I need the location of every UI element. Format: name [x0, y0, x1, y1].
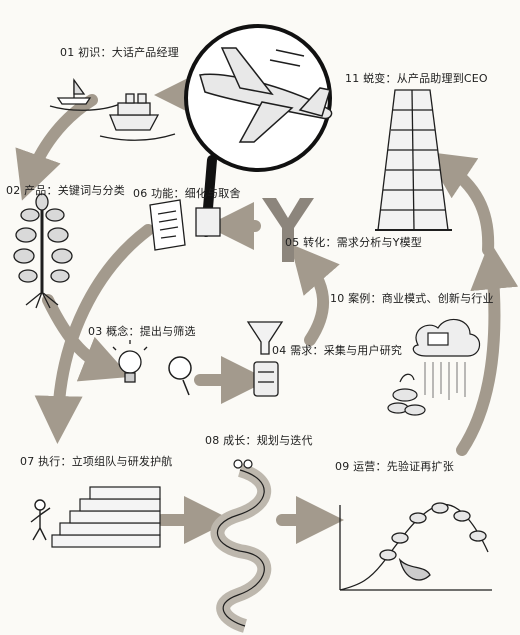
- spiral-staircase-icon: [217, 460, 264, 626]
- tower-icon: [375, 90, 452, 230]
- step-06-label: 06 功能：细化与取舍: [133, 185, 241, 201]
- tree-icon: [14, 194, 72, 308]
- growth-chart-icon: [340, 503, 492, 590]
- small-magnifier-icon: [169, 357, 191, 395]
- step-10-label: 10 案例：商业模式、创新与行业: [330, 290, 494, 306]
- document-icon: [150, 200, 220, 250]
- step-01-label: 01 初识：大话产品经理: [60, 44, 179, 60]
- step-05-label: 05 转化：需求分析与Y模型: [285, 234, 422, 250]
- lightbulb-icon: [113, 340, 147, 382]
- step-11-label: 11 蜕变：从产品助理到CEO: [345, 70, 488, 86]
- person-icon: [31, 500, 50, 540]
- arrow-10-to-11: [445, 165, 488, 250]
- step-08-label: 08 成长：规划与迭代: [205, 432, 313, 448]
- jar-icon: [254, 362, 278, 396]
- step-03-label: 03 概念：提出与筛选: [88, 323, 196, 339]
- step-04-label: 04 需求：采集与用户研究: [272, 342, 402, 358]
- arrow-04-to-05: [306, 262, 323, 340]
- ship-icon: [100, 94, 175, 140]
- stairs-icon: [52, 487, 160, 547]
- step-09-label: 09 运营：先验证再扩张: [335, 458, 454, 474]
- arrow-01-to-02: [30, 100, 92, 178]
- cloud-rain-icon: [388, 319, 480, 415]
- y-model-icon: [262, 198, 314, 262]
- step-07-label: 07 执行：立项组队与研发护航: [20, 453, 173, 469]
- step-02-label: 02 产品：关键词与分类: [6, 182, 125, 198]
